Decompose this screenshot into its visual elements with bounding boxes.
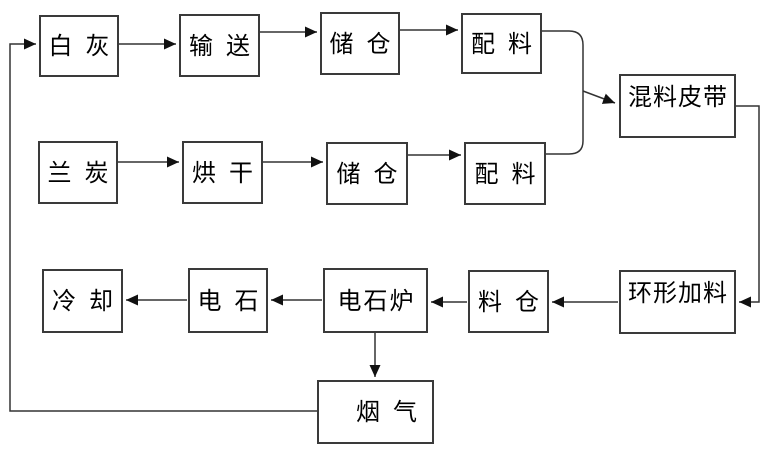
node-chucang-top-label: 储仓 [329, 29, 404, 58]
node-dianshilu-label: 电石炉 [337, 286, 416, 315]
node-lantan-label: 兰炭 [47, 158, 122, 187]
node-dianshilu: 电石炉 [323, 268, 428, 333]
edge-hunliao-huanxing [736, 105, 760, 308]
node-chucang-bottom-label: 储仓 [336, 159, 411, 188]
node-lengque: 冷却 [42, 269, 123, 333]
edge-merge-hunliao [582, 90, 616, 104]
node-chucang-top: 储仓 [320, 12, 400, 75]
node-shusong: 输送 [179, 14, 260, 77]
node-lengque-label: 冷却 [52, 287, 126, 315]
node-peiliao-bottom: 配料 [464, 142, 546, 205]
node-shusong-label: 输送 [189, 31, 263, 60]
node-liaocang-label: 料仓 [478, 287, 552, 316]
node-peiliao-bottom-label: 配料 [474, 159, 549, 188]
node-huanxing-jialiao-label: 环形加料 [628, 279, 728, 307]
node-hunliao-pidai: 混料皮带 [619, 74, 736, 138]
edge-yanqi-baihui [9, 38, 317, 412]
node-peiliao-top-label: 配料 [471, 29, 545, 58]
node-baihui-label: 白灰 [48, 32, 123, 60]
node-huanxing-jialiao: 环形加料 [619, 270, 736, 334]
node-hunliao-pidai-label: 混料皮带 [628, 83, 728, 111]
node-lantan: 兰炭 [38, 141, 118, 204]
node-yanqi-label: 烟气 [356, 398, 430, 426]
edge-peiliao-merge-brace [541, 30, 584, 155]
node-peiliao-top: 配料 [461, 13, 542, 74]
node-baihui: 白灰 [39, 15, 119, 77]
node-dianshi: 电石 [188, 268, 268, 333]
node-yanqi: 烟气 [317, 380, 434, 444]
node-liaocang: 料仓 [468, 270, 549, 333]
node-honggan-label: 烘干 [192, 158, 266, 187]
node-dianshi-label: 电石 [197, 286, 272, 315]
node-chucang-bottom: 储仓 [326, 142, 408, 205]
node-honggan: 烘干 [182, 141, 263, 204]
